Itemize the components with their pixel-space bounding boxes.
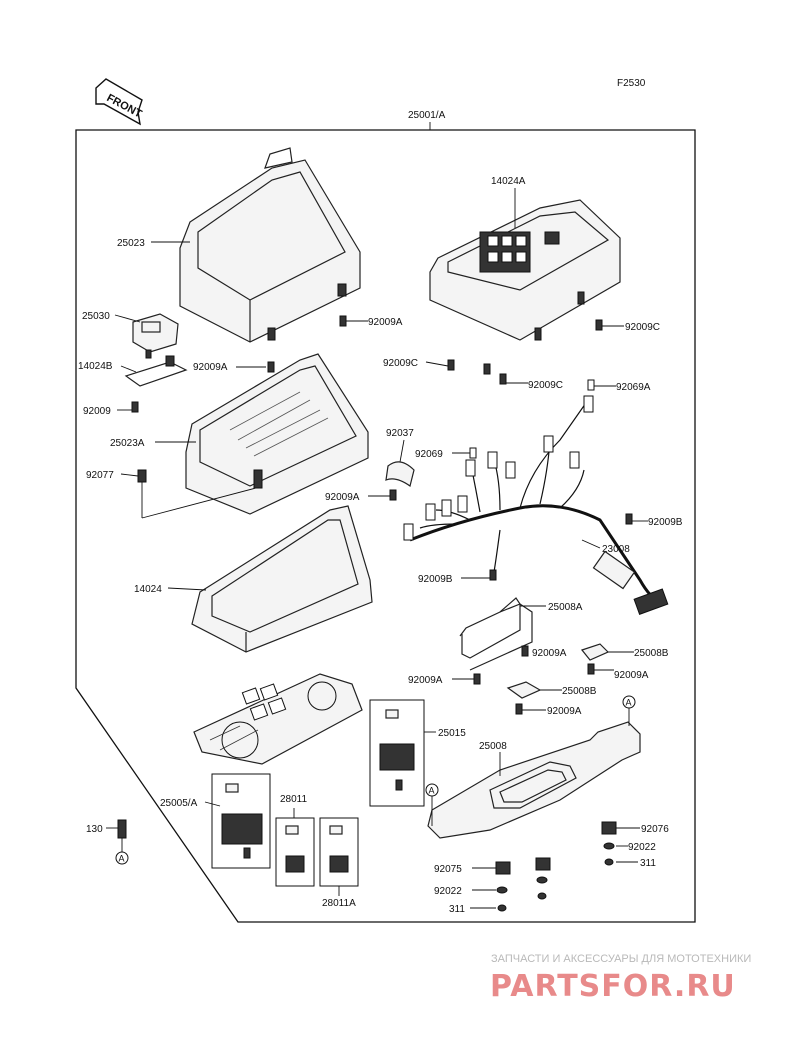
label-92009A-7: 92009A <box>547 706 582 717</box>
label-92069: 92069 <box>415 449 443 460</box>
ref-A-mid: A <box>429 786 435 796</box>
label-92009A-6: 92009A <box>408 675 443 686</box>
label-311-1: 311 <box>640 858 656 869</box>
label-92076: 92076 <box>641 824 669 835</box>
indicator-unit <box>132 313 179 359</box>
label-25008: 25008 <box>479 741 507 752</box>
front-arrow-icon: FRONT <box>95 78 144 126</box>
label-92022-1: 92022 <box>628 842 656 853</box>
label-92009B-1: 92009B <box>648 517 683 528</box>
label-311-2: 311 <box>449 904 465 915</box>
assembly-label: 25001/A <box>408 110 446 121</box>
meter-unit-25015 <box>369 699 425 807</box>
label-92009A-2: 92009A <box>193 362 228 373</box>
label-23008: 23008 <box>602 544 630 555</box>
base-plate <box>427 721 641 839</box>
label-28011: 28011 <box>280 794 308 805</box>
bracket-25008A <box>459 597 533 671</box>
label-92009C-2: 92009C <box>383 358 418 369</box>
bracket-14024B <box>124 355 188 387</box>
mount-rubber-92076 <box>601 821 617 835</box>
label-25015: 25015 <box>438 728 466 739</box>
label-92009C-3: 92009C <box>528 380 563 391</box>
figure-code: F2530 <box>617 78 646 89</box>
label-25005A: 25005/A <box>160 798 198 809</box>
label-25008A: 25008A <box>548 602 583 613</box>
label-92009C-1: 92009C <box>625 322 660 333</box>
label-14024A: 14024A <box>491 176 526 187</box>
meter-tray <box>191 505 373 653</box>
label-92009A-1: 92009A <box>368 317 403 328</box>
meter-cover-lower <box>185 353 369 515</box>
label-92009A-5: 92009A <box>614 670 649 681</box>
label-92009A-3: 92009A <box>325 492 360 503</box>
meter-panel <box>193 673 363 765</box>
watermark-line1: ЗАПЧАСТИ И АКСЕССУАРЫ ДЛЯ МОТОТЕХНИКИ <box>491 953 751 965</box>
label-130: 130 <box>86 824 103 835</box>
label-92009A-4: 92009A <box>532 648 567 659</box>
meter-cover-upper <box>179 147 361 343</box>
label-14024: 14024 <box>134 584 162 595</box>
label-92009: 92009 <box>83 406 111 417</box>
meter-case <box>429 199 621 341</box>
label-28011A: 28011A <box>322 898 356 909</box>
meter-unit-25005A <box>211 773 271 869</box>
label-92009B-2: 92009B <box>418 574 453 585</box>
bulb-socket-28011 <box>275 817 315 887</box>
ref-A-right: A <box>626 698 632 708</box>
bulb-socket-28011A <box>319 817 359 887</box>
label-25008B-1: 25008B <box>634 648 669 659</box>
label-25023: 25023 <box>117 238 145 249</box>
label-92077: 92077 <box>86 470 114 481</box>
label-25023A: 25023A <box>110 438 145 449</box>
label-92037: 92037 <box>386 428 414 439</box>
label-92075: 92075 <box>434 864 462 875</box>
label-14024B: 14024B <box>78 361 113 372</box>
watermark-logo: PARTSFOR.RU <box>490 969 736 1004</box>
assembly-outline <box>75 129 696 923</box>
label-25030: 25030 <box>82 311 110 322</box>
ref-A-left: A <box>119 854 125 864</box>
label-92022-2: 92022 <box>434 886 462 897</box>
label-92069A-1: 92069A <box>616 382 651 393</box>
wire-harness <box>403 395 669 615</box>
label-25008B-2: 25008B <box>562 686 597 697</box>
